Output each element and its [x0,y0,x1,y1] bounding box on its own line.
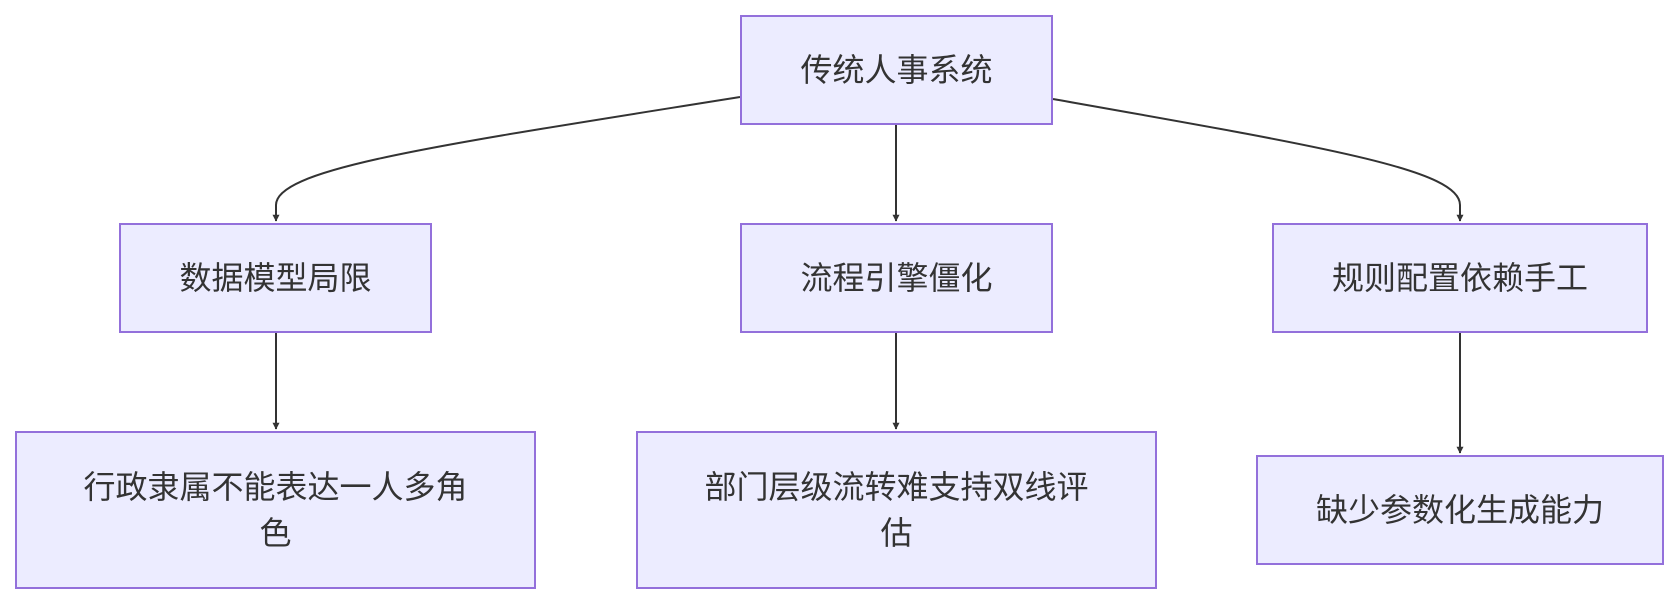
edge-root-to-data-model [272,96,741,222]
edge-root-to-rule-config [1052,98,1464,222]
node-admin-multi-role: 行政隶属不能表达一人多角色 [15,431,536,589]
node-traditional-hr-system: 传统人事系统 [740,15,1053,125]
node-label: 数据模型局限 [179,259,372,297]
node-data-model-limits: 数据模型局限 [119,223,432,333]
node-label: 规则配置依赖手工 [1331,259,1588,297]
node-label: 行政隶属不能表达一人多角色 [83,468,468,552]
node-parametric-generation: 缺少参数化生成能力 [1256,455,1664,565]
node-manual-rule-config: 规则配置依赖手工 [1272,223,1648,333]
node-label: 传统人事系统 [800,51,993,89]
node-dept-dual-evaluation: 部门层级流转难支持双线评估 [636,431,1157,589]
node-label: 部门层级流转难支持双线评估 [704,468,1089,552]
node-label: 流程引擎僵化 [800,259,993,297]
node-rigid-flow-engine: 流程引擎僵化 [740,223,1053,333]
node-label: 缺少参数化生成能力 [1315,491,1604,529]
